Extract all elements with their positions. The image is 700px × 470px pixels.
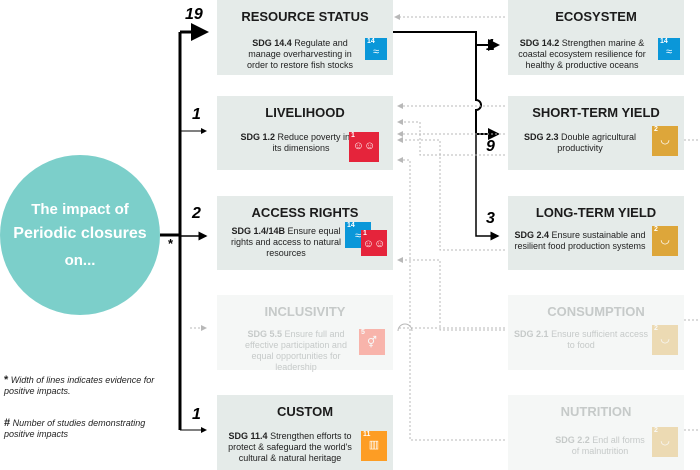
sdg-badge: 1☺☺ [349, 132, 379, 162]
fish-icon: ≈ [354, 230, 362, 242]
box-title: LONG-TERM YIELD [535, 205, 657, 220]
box-short-term-yield: SHORT-TERM YIELD SDG 2.3 Double agricult… [508, 96, 684, 170]
count-resource-status: 19 [185, 6, 203, 23]
box-desc: SDG 2.4 Ensure sustainable and resilient… [514, 230, 646, 251]
box-desc: SDG 14.4 Regulate and manage overharvest… [246, 38, 354, 70]
center-line-3: on... [64, 252, 96, 269]
star-mark: * [168, 236, 174, 251]
bowl-icon: ◡ [660, 333, 670, 345]
box-title: LIVELIHOOD [265, 105, 345, 120]
count-ecosystem: 1 [486, 37, 495, 54]
count-long-term-yield: 3 [486, 210, 495, 227]
box-title: NUTRITION [560, 404, 632, 419]
box-desc: SDG 2.2 End all forms of malnutrition [555, 435, 645, 456]
sdg-badge: 2◡ [652, 427, 678, 457]
sdg-badge: 2◡ [652, 325, 678, 355]
box-desc: SDG 2.3 Double agricultural productivity [523, 132, 637, 153]
footnote-width: * Width of lines indicates evidence for … [4, 374, 155, 397]
box-title: INCLUSIVITY [264, 304, 346, 319]
family-icon: ☺☺ [362, 238, 386, 250]
footnote-number: # Number of studies demonstrating positi… [4, 417, 146, 440]
box-long-term-yield: LONG-TERM YIELD SDG 2.4 Ensure sustainab… [508, 196, 684, 270]
fish-icon: ≈ [372, 46, 380, 58]
box-desc: SDG 2.1 Ensure sufficient access to food [514, 329, 648, 350]
count-livelihood: 1 [192, 106, 201, 123]
box-title: CUSTOM [276, 404, 334, 419]
city-icon: ▥ [368, 439, 380, 451]
box-desc: SDG 5.5 Ensure full and effective partic… [245, 329, 347, 372]
box-title: ECOSYSTEM [555, 9, 637, 24]
box-inclusivity: INCLUSIVITY SDG 5.5 Ensure full and effe… [217, 295, 393, 372]
box-livelihood: LIVELIHOOD SDG 1.2 Reduce poverty in all… [217, 96, 393, 170]
box-title: CONSUMPTION [547, 304, 645, 319]
box-title: RESOURCE STATUS [241, 9, 369, 24]
sdg-badge: 2◡ [652, 226, 678, 256]
bowl-icon: ◡ [660, 234, 670, 246]
sdg-badge: 2◡ [652, 126, 678, 156]
box-title: SHORT-TERM YIELD [532, 105, 660, 120]
count-custom: 1 [192, 406, 201, 423]
box-desc: SDG 14.2 Strengthen marine & coastal eco… [518, 38, 646, 70]
box-nutrition: NUTRITION SDG 2.2 End all forms of malnu… [508, 395, 684, 470]
family-icon: ☺☺ [352, 140, 376, 152]
count-access-rights: 2 [192, 205, 201, 222]
sdg-badge: 14≈ [365, 38, 387, 60]
box-desc: SDG 1.2 Reduce poverty in all its dimens… [240, 132, 362, 153]
bowl-icon: ◡ [660, 134, 670, 146]
sdg-badge: 5⚥ [359, 329, 385, 355]
sdg-badge-1: 1☺☺ [361, 230, 387, 256]
center-line-2: Periodic closures [13, 225, 147, 242]
arrow-ecosystem [392, 31, 500, 51]
box-desc: SDG 1.4/14B Ensure equal rights and acce… [230, 226, 342, 258]
box-consumption: CONSUMPTION SDG 2.1 Ensure sufficient ac… [508, 295, 684, 370]
center-circle: The impact of Periodic closures on... [0, 155, 160, 315]
center-line-1: The impact of [31, 201, 129, 218]
count-short-term-yield: 9 [486, 138, 495, 155]
box-custom: CUSTOM SDG 11.4 Strengthen efforts to pr… [217, 395, 393, 470]
sdg-badge: 14≈ [658, 38, 680, 60]
fish-icon: ≈ [665, 46, 673, 58]
box-access-rights: ACCESS RIGHTS SDG 1.4/14B Ensure equal r… [217, 196, 393, 270]
arrow-long-term [475, 134, 500, 241]
sdg-badge: 11▥ [361, 431, 387, 461]
box-resource-status: RESOURCE STATUS SDG 14.4 Regulate and ma… [217, 0, 393, 75]
box-desc: SDG 11.4 Strengthen efforts to protect &… [228, 431, 352, 463]
gender-icon: ⚥ [367, 337, 377, 349]
bowl-icon: ◡ [660, 435, 670, 447]
box-ecosystem: ECOSYSTEM SDG 14.2 Strengthen marine & c… [508, 0, 684, 75]
box-title: ACCESS RIGHTS [251, 205, 359, 220]
